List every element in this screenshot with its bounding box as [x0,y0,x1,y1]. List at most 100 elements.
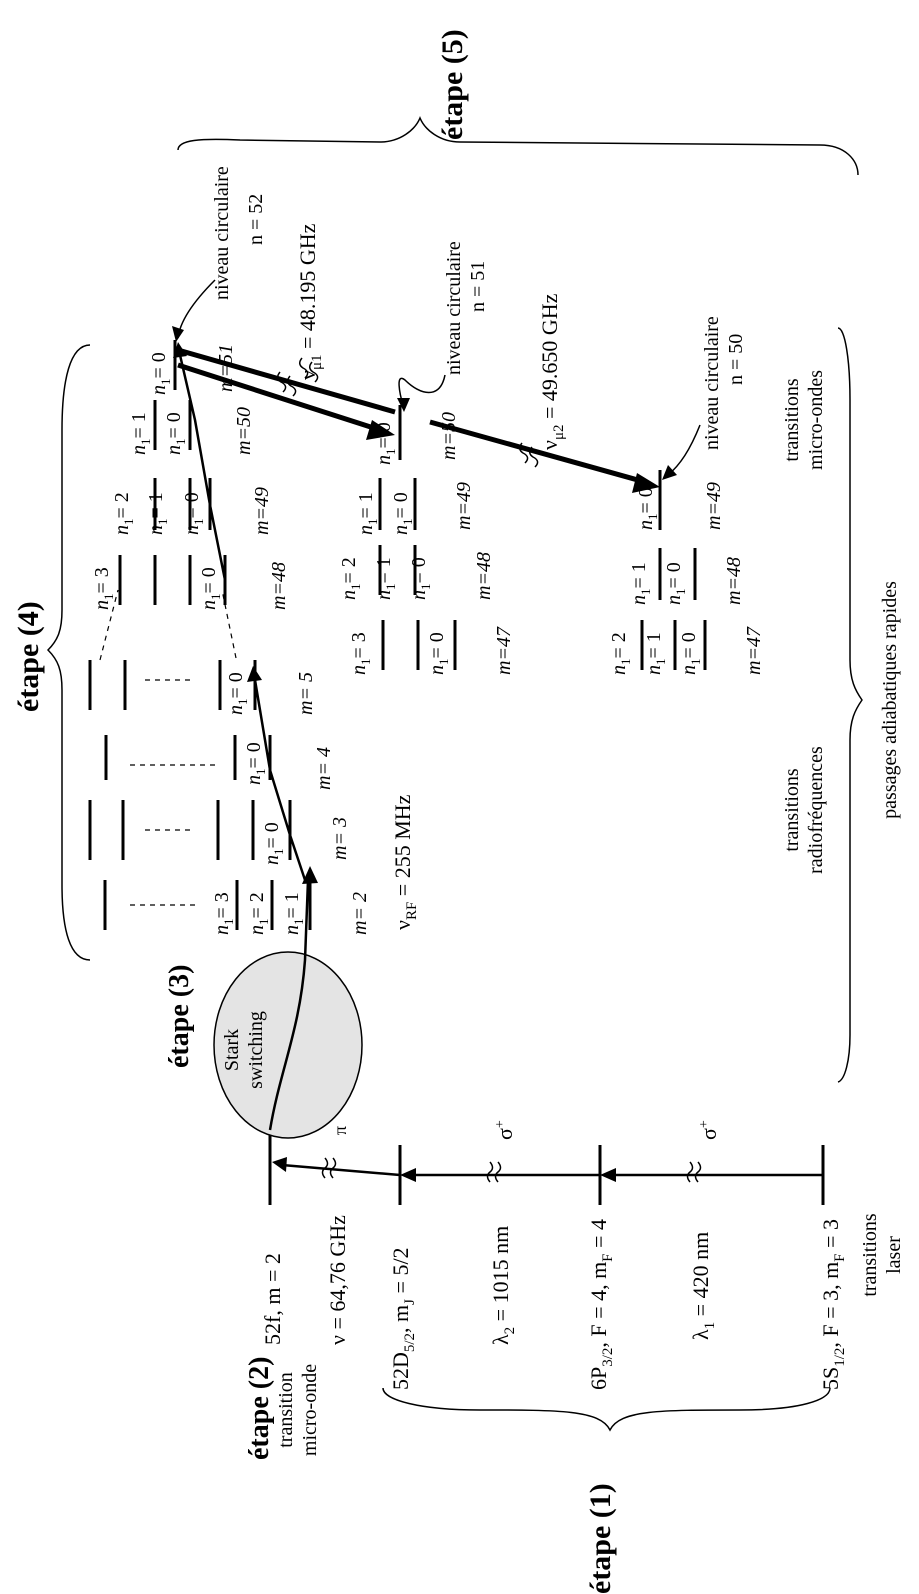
m-label: m=49 [453,482,475,530]
pointer-51-head [397,398,410,412]
m-label: m=50 [438,412,460,460]
mw-arrow-1 [177,362,381,433]
n1-labels-low: n1= 3 n1= 2 n1= 1 n1= 0 n1= 0 n1= 0 [211,672,306,935]
arrow-head-2 [400,1168,416,1182]
brace-etape5 [177,116,859,176]
label-circ52-2: n = 52 [245,194,267,245]
m-label: m= 5 [295,672,317,715]
svg-text:n1= 0: n1= 0 [181,492,206,535]
step-4-label: étape (4) [12,601,45,712]
label-6P: 6P3/2, F = 4, mF = 4 [586,1219,616,1390]
step-2-label: étape (2) [244,1357,275,1460]
brace-etape1 [382,1387,831,1432]
m-label: m= 3 [329,817,351,860]
label-nu-mw: ν = 64,76 GHz [325,1215,350,1345]
n1-labels-n51: n1= 3 n1= 0 n1= 2 n1= 1 n1= 0 n1= 1 n1= … [338,422,451,675]
label-circ50-2: n = 50 [725,334,747,385]
m-label: m=48 [268,562,290,610]
mw-arrow-3 [429,419,646,485]
label-sigma-1: σ+ [696,1120,721,1140]
svg-text:n1= 0: n1= 0 [635,487,660,530]
m-label: m=49 [703,482,725,530]
svg-text:n1= 0: n1= 0 [678,632,703,675]
svg-text:n1= 0: n1= 0 [225,672,250,715]
label-lambda2: λ2 = 1015 nm [488,1226,518,1345]
m-label: m=51 [215,344,237,392]
label-transitions-laser-1: transitions [859,1213,881,1297]
svg-text:n1= 3: n1= 3 [91,567,116,610]
label-circ52-1: niveau circulaire [211,166,233,300]
m-label: m=48 [473,552,495,600]
label-nu-mu1: νμ1 = 48.195 GHz [295,223,325,380]
break-mark-1 [686,1161,702,1183]
connector-2 [221,589,237,659]
label-pi: π [330,1126,350,1135]
label-lambda1: λ1 = 420 nm [688,1232,718,1340]
svg-text:n1= 0: n1= 0 [408,557,433,600]
svg-text:n1= 0: n1= 0 [373,422,398,465]
brace-passages [837,327,863,1083]
svg-text:n1= 3: n1= 3 [211,892,236,935]
arrow-head-3 [272,1157,287,1172]
rf-arrow-low-head [247,666,262,682]
rf-levels-n50 [640,470,707,670]
svg-text:n1= 0: n1= 0 [243,742,268,785]
break-mark-3 [321,1157,337,1179]
svg-text:n1= 2: n1= 2 [246,892,271,935]
label-circ51-2: n = 51 [467,261,489,312]
svg-text:n1= 0: n1= 0 [198,567,223,610]
svg-text:n1= 0: n1= 0 [148,352,173,395]
label-52f: 52f, m = 2 [260,1253,285,1345]
label-transition-mo-2: micro-onde [299,1364,321,1456]
pointer-50-head [662,465,677,480]
label-transition-mo-1: transition [275,1372,297,1448]
label-sigma-2: σ+ [492,1120,517,1140]
stark-path [268,879,310,1131]
label-transitions-laser-2: laser [883,1236,905,1274]
label-5S: 5S1/2, F = 3, mF = 3 [818,1219,848,1390]
svg-text:n1= 1: n1= 1 [355,492,380,535]
m-label: m=47 [493,626,515,675]
rf-arrow-low [253,679,307,881]
break-mw-2 [299,357,319,383]
svg-text:n1= 3: n1= 3 [348,632,373,675]
label-mw-2: micro-ondes [805,370,827,470]
svg-text:n1= 1: n1= 1 [373,557,398,600]
arrow-head-1 [600,1168,616,1182]
m-label: m=49 [251,487,273,535]
svg-text:n1= 1: n1= 1 [128,412,153,455]
stark-ellipse [213,951,363,1139]
step-3-label: étape (3) [164,965,195,1068]
m-label: m= 4 [313,747,335,790]
svg-text:n1= 0: n1= 0 [261,822,286,865]
pointer-52-head [172,326,184,342]
label-52D: 52D5/2, mJ = 5/2 [388,1247,418,1390]
label-stark-1: Stark [221,1029,243,1071]
svg-text:n1= 1: n1= 1 [145,492,170,535]
svg-text:n1= 2: n1= 2 [608,632,633,675]
mw-arrow-1-head [366,420,395,440]
break-mark-2 [486,1161,502,1183]
svg-text:n1= 0: n1= 0 [426,632,451,675]
svg-text:n1= 2: n1= 2 [111,492,136,535]
connector-1 [99,589,119,661]
svg-text:n1= 2: n1= 2 [338,557,363,600]
rf-arrow-high [178,354,227,581]
label-nu-mu2: νμ2 = 49.650 GHz [537,293,567,450]
m-label: m=50 [233,407,255,455]
step-1-label: étape (1) [584,1483,617,1594]
svg-text:n1= 0: n1= 0 [663,562,688,605]
pointer-52 [177,279,216,339]
label-circ51-1: niveau circulaire [443,241,465,375]
break-mw-1 [277,371,297,397]
label-passages: passages adiabatiques rapides [879,581,901,819]
brace-etape4 [46,344,91,961]
svg-text:n1= 1: n1= 1 [643,632,668,675]
break-mw-3 [519,442,539,468]
svg-text:n1= 0: n1= 0 [163,412,188,455]
pointer-51 [398,374,446,406]
step-5-label: étape (5) [436,29,469,140]
label-mw-1: transitions [781,378,803,462]
